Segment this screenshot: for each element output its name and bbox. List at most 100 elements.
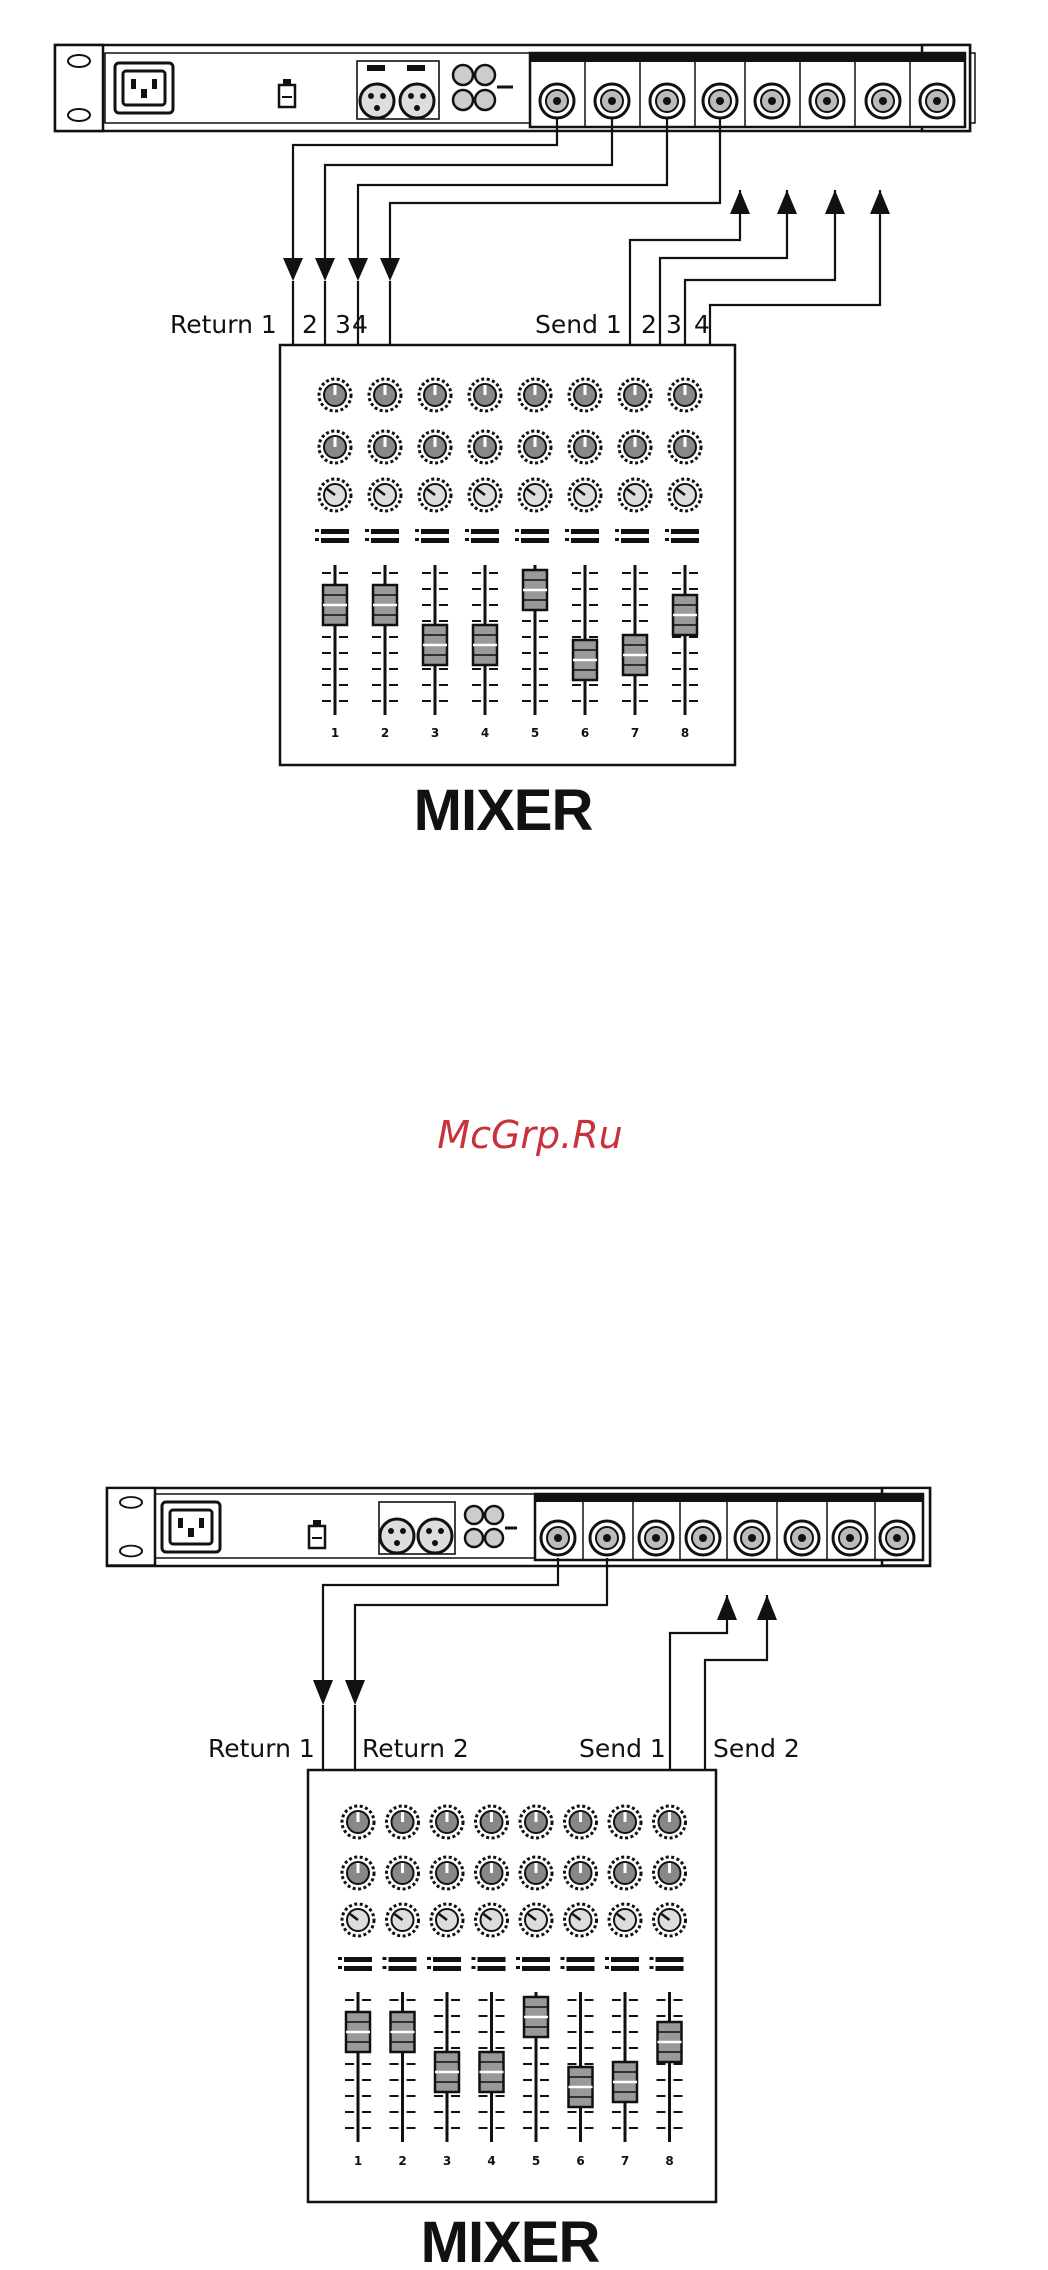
eq-knob-icon	[469, 431, 501, 463]
mixer-bottom: 1 2 3 4 5 6 7 8	[308, 1770, 716, 2202]
return-arrowheads	[283, 258, 400, 281]
bottom-connection-diagram: Return 1 Return 2 Send 1 Send 2 1 2 3 4 5 6 7 8…	[107, 1488, 930, 2270]
pan-knob-icon	[565, 1904, 597, 1936]
send-label-2: 2	[641, 310, 657, 339]
eq-knob-icon	[369, 431, 401, 463]
fader-cap	[524, 1997, 548, 2037]
eq-knob-icon	[569, 431, 601, 463]
pan-knob-icon	[369, 479, 401, 511]
rack-ear-left	[55, 45, 103, 131]
rack-unit-bottom	[107, 1488, 930, 1566]
pan-knob-icon	[619, 479, 651, 511]
fader-cap	[423, 625, 447, 665]
fader-cap	[573, 640, 597, 680]
pan-knob-icon	[569, 479, 601, 511]
channel-number-label: 6	[576, 2154, 584, 2168]
pan-knob-icon	[519, 479, 551, 511]
pan-knob-icon	[469, 479, 501, 511]
pan-knob-icon	[342, 1904, 374, 1936]
gain-knob-icon	[619, 379, 651, 411]
return-labels-top: Return 1 2 3 4	[170, 310, 368, 339]
gain-knob-icon	[569, 379, 601, 411]
gain-knob-icon	[476, 1806, 508, 1838]
eq-knob-icon	[387, 1857, 419, 1889]
channel-number-label: 3	[431, 726, 439, 740]
eq-knob-icon	[669, 431, 701, 463]
eq-knob-icon	[519, 431, 551, 463]
gain-knob-icon	[369, 379, 401, 411]
gain-knob-icon	[342, 1806, 374, 1838]
fader-cap	[623, 635, 647, 675]
eq-knob-icon	[342, 1857, 374, 1889]
rack-unit-top	[55, 45, 975, 131]
pan-knob-icon	[431, 1904, 463, 1936]
watermark-text: McGrp.Ru	[437, 1113, 622, 1157]
gain-knob-icon	[565, 1806, 597, 1838]
channel-number-label: 4	[481, 726, 489, 740]
return-labels-bottom: Return 1 Return 2	[208, 1734, 469, 1763]
eq-knob-icon	[619, 431, 651, 463]
io-jack-bank	[530, 53, 965, 127]
gain-knob-icon	[319, 379, 351, 411]
channel-number-label: 1	[331, 726, 339, 740]
send-label-1: Send 1	[579, 1734, 666, 1763]
fader-cap	[435, 2052, 459, 2092]
rack-ear-left	[107, 1488, 155, 1565]
return-label-1: Return 1	[170, 310, 277, 339]
eq-knob-icon	[419, 431, 451, 463]
eq-knob-icon	[520, 1857, 552, 1889]
io-jack-bank	[535, 1494, 923, 1560]
eq-knob-icon	[565, 1857, 597, 1889]
send-labels-top: Send 1 2 3 4	[535, 310, 710, 339]
return-arrowheads	[313, 1680, 365, 1705]
eq-knob-icon	[609, 1857, 641, 1889]
pan-knob-icon	[520, 1904, 552, 1936]
channel-number-label: 4	[487, 2154, 495, 2168]
channel-number-label: 2	[398, 2154, 406, 2168]
gain-knob-icon	[654, 1806, 686, 1838]
pan-knob-icon	[419, 479, 451, 511]
gain-knob-icon	[387, 1806, 419, 1838]
mixer-frame	[280, 345, 735, 765]
pan-knob-icon	[654, 1904, 686, 1936]
pan-knob-icon	[669, 479, 701, 511]
channel-number-label: 1	[354, 2154, 362, 2168]
fader-cap	[323, 585, 347, 625]
fader-cap	[480, 2052, 504, 2092]
return-label-2: Return 2	[362, 1734, 469, 1763]
fader-cap	[673, 595, 697, 635]
send-label-2: Send 2	[713, 1734, 800, 1763]
return-label-1: Return 1	[208, 1734, 315, 1763]
fader-cap	[373, 585, 397, 625]
pan-knob-icon	[319, 479, 351, 511]
gain-knob-icon	[669, 379, 701, 411]
pan-knob-icon	[476, 1904, 508, 1936]
channel-number-label: 7	[631, 726, 639, 740]
send-labels-bottom: Send 1 Send 2	[579, 1734, 800, 1763]
pan-knob-icon	[609, 1904, 641, 1936]
eq-knob-icon	[654, 1857, 686, 1889]
fader-cap	[523, 570, 547, 610]
channel-number-label: 5	[531, 726, 539, 740]
fader-cap	[346, 2012, 370, 2052]
gain-knob-icon	[419, 379, 451, 411]
send-label-1: Send 1	[535, 310, 622, 339]
fader-cap	[613, 2062, 637, 2102]
channel-number-label: 5	[532, 2154, 540, 2168]
gain-knob-icon	[520, 1806, 552, 1838]
gain-knob-icon	[519, 379, 551, 411]
channel-number-label: 7	[621, 2154, 629, 2168]
channel-number-label: 8	[665, 2154, 673, 2168]
send-arrowheads	[730, 190, 890, 214]
power-inlet-icon	[162, 1502, 220, 1552]
return-label-2: 2	[302, 310, 318, 339]
return-label-3: 3	[335, 310, 351, 339]
eq-knob-icon	[476, 1857, 508, 1889]
channel-number-label: 3	[443, 2154, 451, 2168]
return-label-4: 4	[352, 310, 368, 339]
gain-knob-icon	[609, 1806, 641, 1838]
eq-knob-icon	[431, 1857, 463, 1889]
